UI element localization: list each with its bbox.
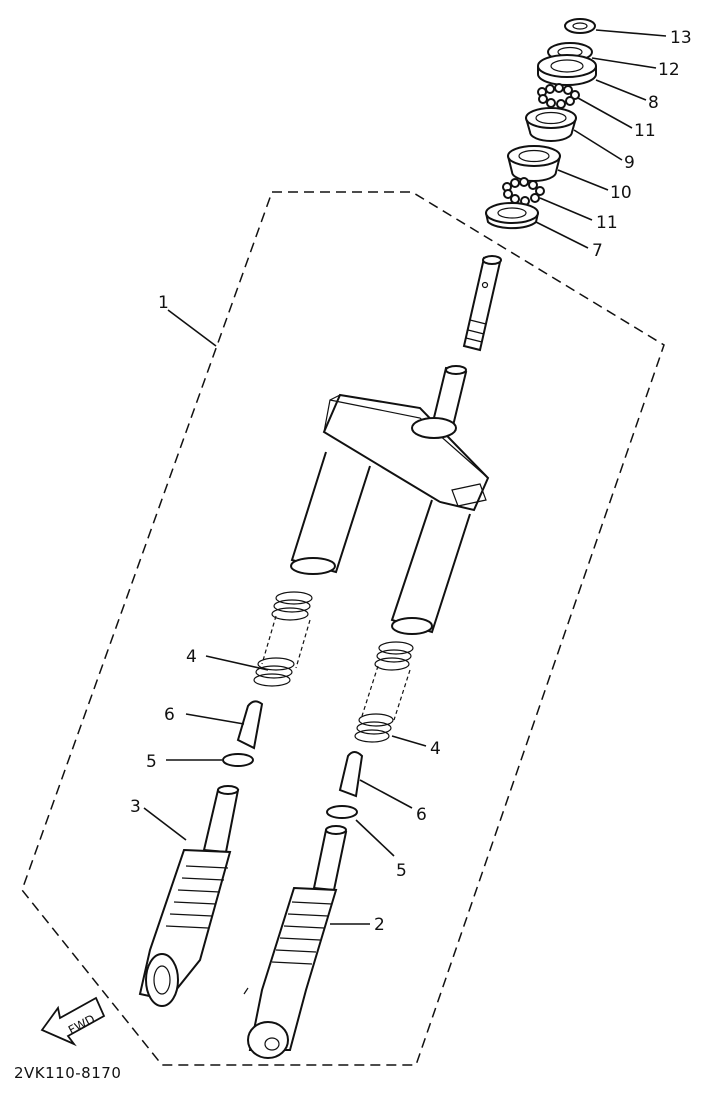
ring-nut-part [564, 18, 596, 34]
spring-seat-left-part [236, 700, 264, 750]
assembly-boundary-dashed [21, 191, 665, 1066]
lower-ball-bearings-part [502, 177, 545, 206]
callout-9: 9 [624, 153, 635, 173]
callout-11-upper: 11 [634, 121, 656, 141]
callout-1: 1 [158, 293, 169, 313]
lower-bearing-race-part [485, 202, 539, 230]
callout-5-right: 5 [396, 861, 407, 881]
callout-3: 3 [130, 797, 141, 817]
leader-lines [143, 29, 667, 925]
callout-2: 2 [374, 915, 385, 935]
callout-5-left: 5 [146, 752, 157, 772]
lower-bearing-cup-part [507, 145, 561, 182]
callout-4-right: 4 [430, 739, 441, 759]
callout-6-right: 6 [416, 805, 427, 825]
bearing-stack [485, 18, 597, 230]
callout-7: 7 [592, 241, 603, 261]
fork-spring-right-part [354, 641, 414, 743]
callout-labels: 13 12 8 11 9 10 11 7 1 4 6 5 3 4 6 5 2 [130, 28, 692, 935]
callout-8: 8 [648, 93, 659, 113]
callout-12: 12 [658, 60, 680, 80]
steering-stem [430, 255, 502, 432]
washer-left-part [222, 753, 254, 767]
upper-bearing-race-part [537, 54, 597, 86]
fork-spring-left-part [253, 591, 313, 687]
outer-tube-right-part [243, 825, 348, 1059]
outer-tube-left-part [138, 785, 240, 1007]
callout-13: 13 [670, 28, 692, 48]
spring-seat-right-part [338, 751, 364, 798]
fwd-arrow-icon: FWD [40, 996, 106, 1047]
upper-ball-bearings-part [537, 83, 580, 109]
under-bracket [290, 393, 490, 635]
callout-6-left: 6 [164, 705, 175, 725]
figure-code: 2VK110-8170 [14, 1064, 121, 1082]
callout-4-left: 4 [186, 647, 197, 667]
callout-10: 10 [610, 183, 632, 203]
washer-right-part [326, 805, 358, 819]
callout-11-lower: 11 [596, 213, 618, 233]
upper-bearing-cup-part [525, 107, 577, 142]
